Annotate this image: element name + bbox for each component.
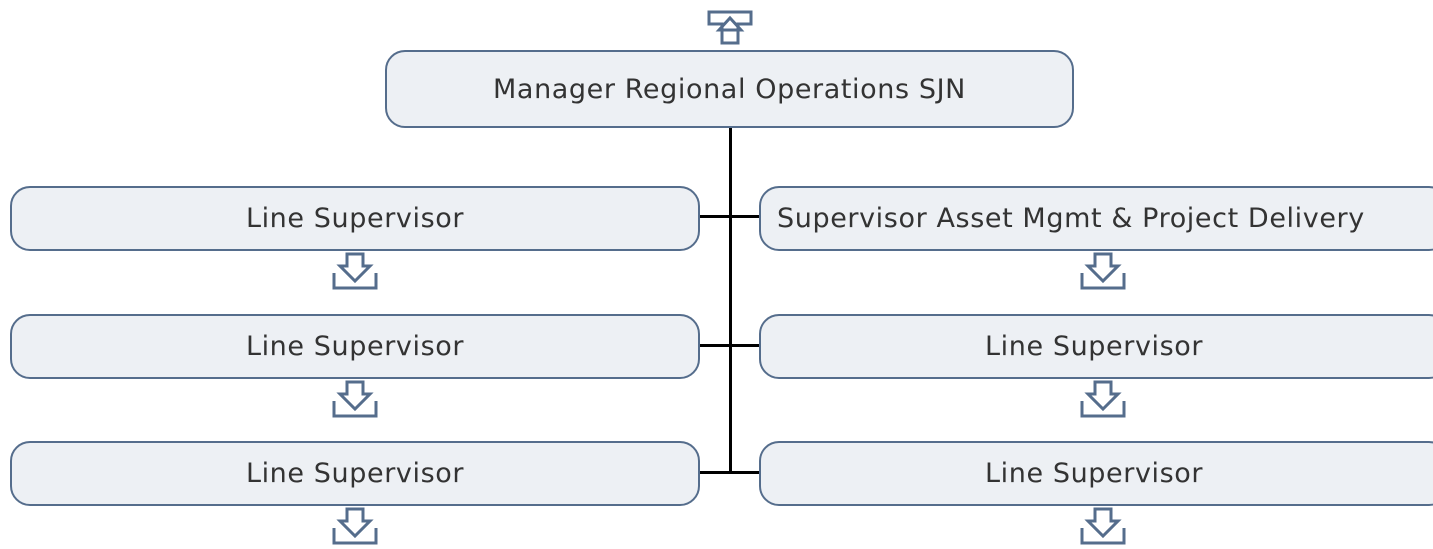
right-node-2[interactable]: Line Supervisor	[759, 314, 1433, 379]
left-node-2[interactable]: Line Supervisor	[10, 314, 700, 379]
branch-line-row2	[698, 344, 760, 347]
manager-node[interactable]: Manager Regional Operations SJN	[385, 50, 1074, 128]
branch-line-row3	[698, 471, 760, 474]
left-node-1-expand-icon[interactable]	[331, 252, 379, 290]
navigate-up-icon[interactable]	[707, 10, 753, 46]
left-node-1[interactable]: Line Supervisor	[10, 186, 700, 251]
right-node-2-expand-icon[interactable]	[1079, 380, 1127, 418]
left-node-2-expand-icon[interactable]	[331, 380, 379, 418]
right-node-3-expand-icon[interactable]	[1079, 507, 1127, 545]
branch-line-row1	[698, 215, 760, 218]
left-node-3[interactable]: Line Supervisor	[10, 441, 700, 506]
right-node-1[interactable]: Supervisor Asset Mgmt & Project Delivery	[759, 186, 1433, 251]
right-node-1-expand-icon[interactable]	[1079, 252, 1127, 290]
trunk-line	[729, 127, 732, 473]
left-node-3-expand-icon[interactable]	[331, 507, 379, 545]
right-node-3[interactable]: Line Supervisor	[759, 441, 1433, 506]
